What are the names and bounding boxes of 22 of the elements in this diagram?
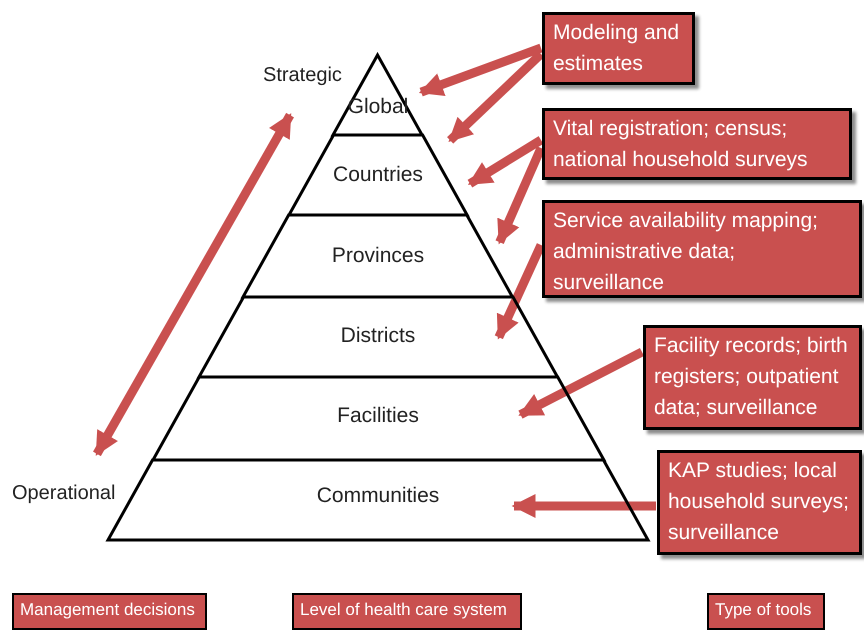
level-label: Provinces: [332, 244, 424, 268]
level-label: Facilities: [337, 404, 419, 428]
tool-box: KAP studies; local household surveys; surveillance: [657, 450, 862, 555]
level-label: Districts: [340, 324, 416, 348]
tool-box: Service availability mapping; administrative data; surveillance: [542, 200, 862, 298]
level-label: Countries: [333, 163, 423, 187]
tool-box: Facility records; birth registers; outpatient data; surveillance: [643, 325, 862, 430]
arrow: [447, 50, 544, 144]
arrow: [512, 494, 656, 518]
column-heading-box: Level of health care system: [292, 593, 522, 630]
level-label: Global: [348, 95, 408, 119]
tool-box: Vital registration; census; national household surveys: [542, 108, 852, 180]
level-label: Communities: [316, 484, 440, 508]
arrow: [468, 136, 544, 188]
tool-box: Modeling and estimates: [542, 12, 695, 85]
column-heading-box: Management decisions: [12, 593, 207, 630]
arrow: [418, 44, 543, 96]
axis-label: Operational: [12, 482, 116, 505]
arrow: [93, 112, 294, 456]
arrow: [518, 348, 644, 419]
column-heading-box: Type of tools: [707, 593, 825, 630]
axis-label: Strategic: [263, 64, 342, 87]
